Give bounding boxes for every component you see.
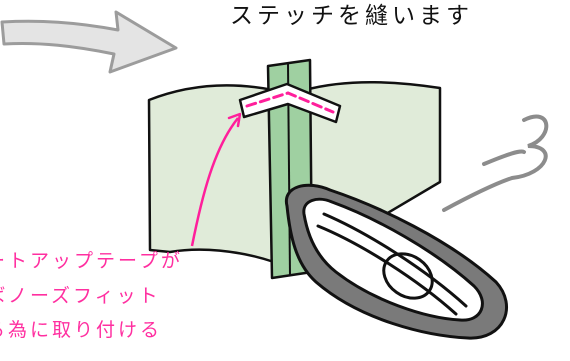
annotation-line-3: る為に取り付ける [0, 319, 163, 341]
arrow-icon [0, 10, 178, 74]
annotation-line-1: ートアップテープが [0, 250, 183, 272]
annotation-pointer-head [227, 112, 242, 128]
iron-icon [284, 183, 508, 340]
annotation-pointer [190, 117, 239, 247]
steam-icon [442, 114, 549, 212]
stitch-line [245, 91, 335, 114]
annotation-line-2: ばノーズフィット [0, 285, 161, 307]
instruction-text: ステッチを縫います [230, 3, 473, 29]
nose-tape [238, 82, 342, 124]
